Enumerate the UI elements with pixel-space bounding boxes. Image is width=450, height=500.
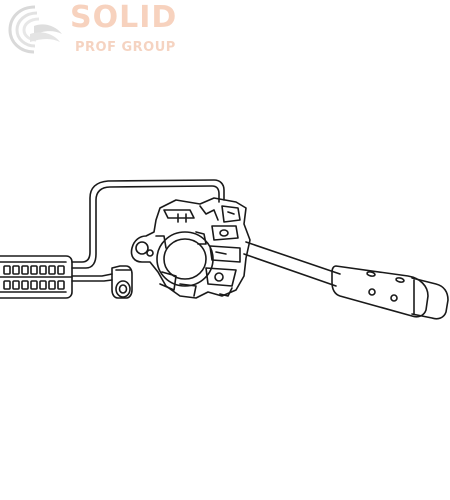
stalk-lever — [243, 241, 449, 320]
watermark: SOLID PROF GROUP — [4, 0, 204, 62]
watermark-subtitle: PROF GROUP — [75, 40, 176, 55]
cable-loop — [71, 179, 225, 282]
small-connector — [111, 265, 133, 299]
connector-block — [0, 255, 73, 299]
switch-housing — [130, 197, 251, 299]
watermark-title: SOLID — [70, 0, 178, 35]
brand-logo-icon — [8, 5, 62, 54]
